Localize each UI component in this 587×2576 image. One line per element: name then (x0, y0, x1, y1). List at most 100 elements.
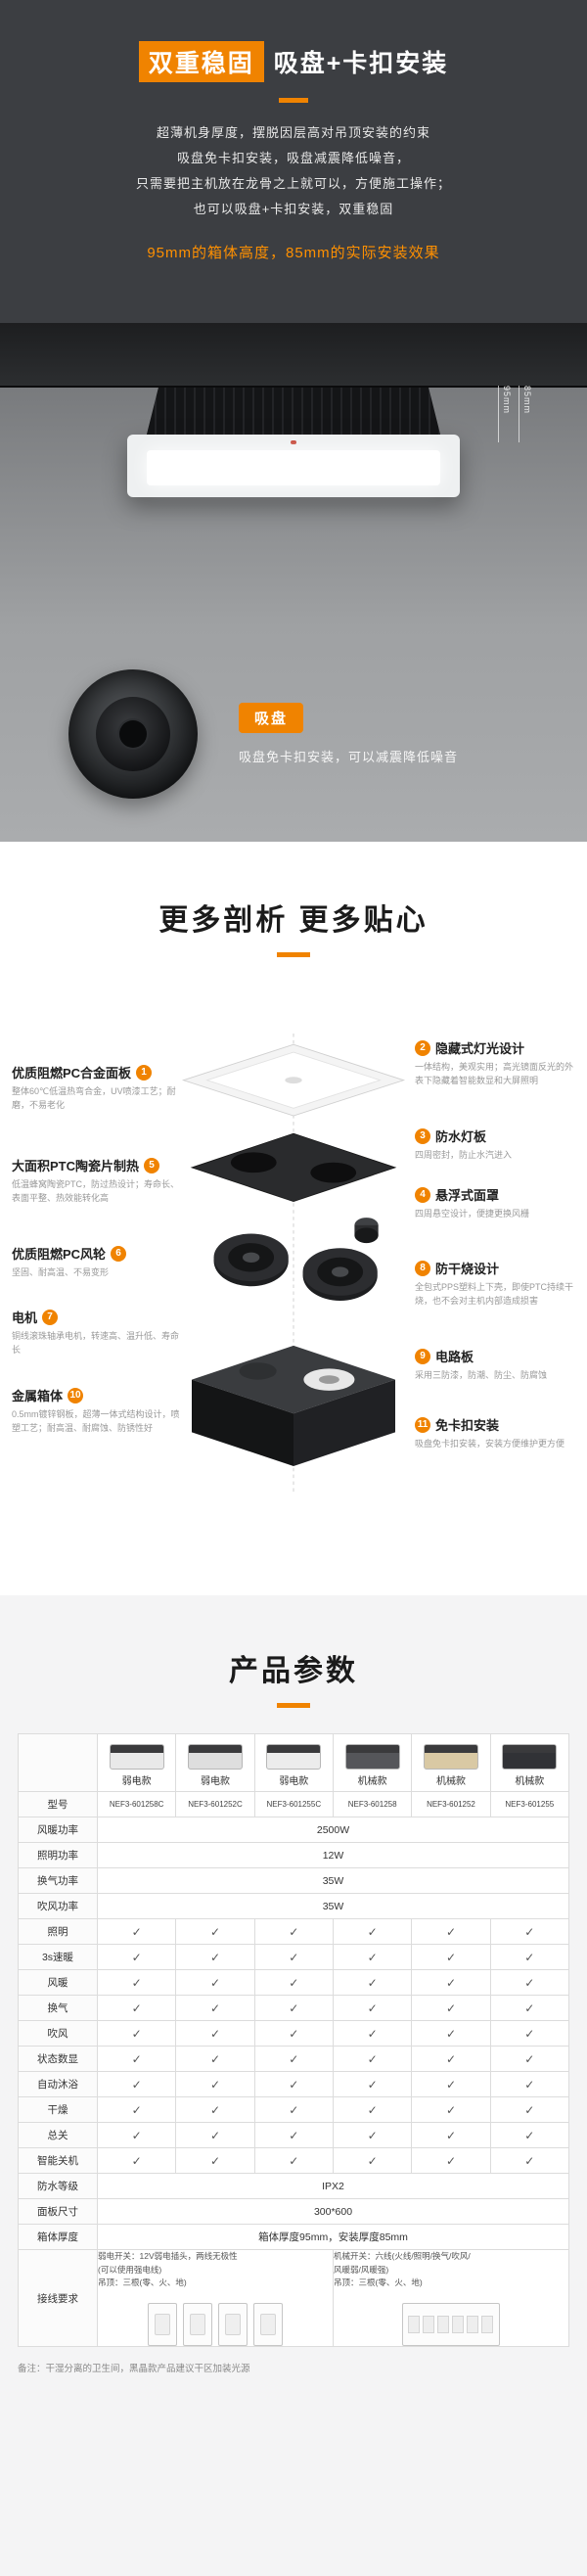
spec-row: 照明✓✓✓✓✓✓ (18, 1918, 570, 1945)
spec-row: 干燥✓✓✓✓✓✓ (18, 2096, 570, 2123)
check-cell: ✓ (332, 2122, 413, 2148)
suction-closeup-section: 吸盘 吸盘免卡扣安装，可以减震降低噪音 (0, 626, 587, 842)
check-cell: ✓ (489, 1969, 570, 1996)
check-cell: ✓ (489, 2096, 570, 2123)
callout-desc: 四周密封，防止水汽进入 (415, 1150, 513, 1160)
check-cell: ✓ (96, 2147, 177, 2174)
brand-dot (291, 440, 296, 444)
product-cell: 弱电款 (253, 1733, 334, 1792)
product-thumbnail (502, 1744, 558, 1770)
row-label: 干燥 (18, 2096, 98, 2123)
check-cell: ✓ (411, 2046, 491, 2072)
row-label: 照明功率 (18, 1842, 98, 1868)
exploded-illustration (181, 1034, 406, 1492)
merged-value-cell: 2500W (97, 1817, 569, 1843)
switch-panel-image (182, 2303, 212, 2346)
suction-badge: 吸盘 (239, 703, 304, 733)
row-label: 防水等级 (18, 2173, 98, 2199)
check-cell: ✓ (332, 2046, 413, 2072)
install-photo: 95mm 85mm (0, 323, 587, 626)
check-cell: ✓ (96, 1918, 177, 1945)
check-cell: ✓ (332, 2071, 413, 2097)
spec-row: 3s速暖✓✓✓✓✓✓ (18, 1944, 570, 1970)
intro-line: 也可以吸盘+卡扣安装，双重稳固 (193, 202, 394, 216)
product-cell: 机械款 (489, 1733, 570, 1792)
product-type-label: 机械款 (357, 1776, 387, 1787)
row-label: 状态数显 (18, 2046, 98, 2072)
check-cell: ✓ (175, 2096, 255, 2123)
check-cell: ✓ (96, 2096, 177, 2123)
check-cell: ✓ (411, 2122, 491, 2148)
product-cell: 机械款 (411, 1733, 491, 1792)
model-cell: NEF3-601255C (253, 1791, 334, 1817)
merged-value-cell: 300*600 (97, 2198, 569, 2225)
switch-images (334, 2303, 568, 2346)
check-cell: ✓ (489, 1918, 570, 1945)
product-thumbnail-strip (267, 1745, 321, 1753)
switch-panel-image (401, 2303, 500, 2346)
check-cell: ✓ (96, 2020, 177, 2047)
row-label: 风暖 (18, 1969, 98, 1996)
check-cell: ✓ (175, 1969, 255, 1996)
callout-number: 11 (415, 1416, 430, 1433)
callout-desc: 一体结构，美观实用；高光镜面反光的外表下隐藏着智能数显和大屏照明 (415, 1062, 574, 1085)
check-cell: ✓ (411, 2071, 491, 2097)
product-type-label: 机械款 (515, 1776, 545, 1787)
headline-text: 吸盘+卡扣安装 (273, 50, 449, 77)
row-label: 面板尺寸 (18, 2198, 98, 2225)
row-label: 换气 (18, 1995, 98, 2021)
callout-title: 金属箱体 (12, 1389, 64, 1403)
check-cell: ✓ (332, 2096, 413, 2123)
intro-paragraph: 超薄机身厚度，摆脱因层高对吊顶安装的约束吸盘免卡扣安装，吸盘减震降低噪音，只需要… (0, 120, 587, 222)
check-cell: ✓ (96, 1944, 177, 1970)
params-title-underline (277, 1703, 310, 1708)
switch-button (154, 2314, 170, 2335)
check-cell: ✓ (411, 1944, 491, 1970)
intro-line: 超薄机身厚度，摆脱因层高对吊顶安装的约束 (156, 125, 430, 140)
unit-panel (127, 435, 460, 497)
check-cell: ✓ (489, 2046, 570, 2072)
check-cell: ✓ (411, 1995, 491, 2021)
product-unit-image (127, 388, 460, 497)
product-type-label: 弱电款 (279, 1776, 309, 1787)
switch-button (224, 2314, 241, 2335)
row-label: 总关 (18, 2122, 98, 2148)
check-cell: ✓ (332, 1995, 413, 2021)
spec-row: 换气✓✓✓✓✓✓ (18, 1995, 570, 2021)
callout-desc: 整体60℃低温热弯合金，UV喷漆工艺；耐磨，不易老化 (12, 1086, 176, 1110)
switch-button (189, 2314, 205, 2335)
footnote: 备注：干湿分离的卫生间，黑晶款产品建议干区加装光源 (18, 2364, 250, 2374)
wiring-row: 接线要求弱电开关：12V弱电插头，两线无极性 (可以使用强电线) 吊顶：三根(零… (18, 2249, 570, 2347)
product-thumbnail (187, 1744, 243, 1770)
analysis-title: 更多剖析 更多贴心 (158, 904, 429, 937)
product-cell: 弱电款 (96, 1733, 177, 1792)
callout-number: 5 (144, 1157, 160, 1173)
check-cell: ✓ (411, 1918, 491, 1945)
product-thumbnail (266, 1744, 322, 1770)
product-row: 弱电款弱电款弱电款机械款机械款机械款 (18, 1733, 570, 1792)
product-thumbnail-strip (110, 1745, 163, 1753)
merged-value-cell: 12W (97, 1842, 569, 1868)
wiring-text: 弱电开关：12V弱电插头，两线无极性 (可以使用强电线) 吊顶：三根(零、火、地… (98, 2251, 238, 2288)
callout-title: 防水灯板 (435, 1129, 487, 1144)
spec-row: 风暖✓✓✓✓✓✓ (18, 1969, 570, 1996)
check-cell: ✓ (489, 2020, 570, 2047)
check-cell: ✓ (253, 2122, 334, 2148)
headline-badge: 双重稳固 (138, 41, 264, 82)
check-cell: ✓ (253, 1944, 334, 1970)
check-cell: ✓ (489, 2071, 570, 2097)
product-thumbnail (109, 1744, 164, 1770)
check-cell: ✓ (332, 2147, 413, 2174)
